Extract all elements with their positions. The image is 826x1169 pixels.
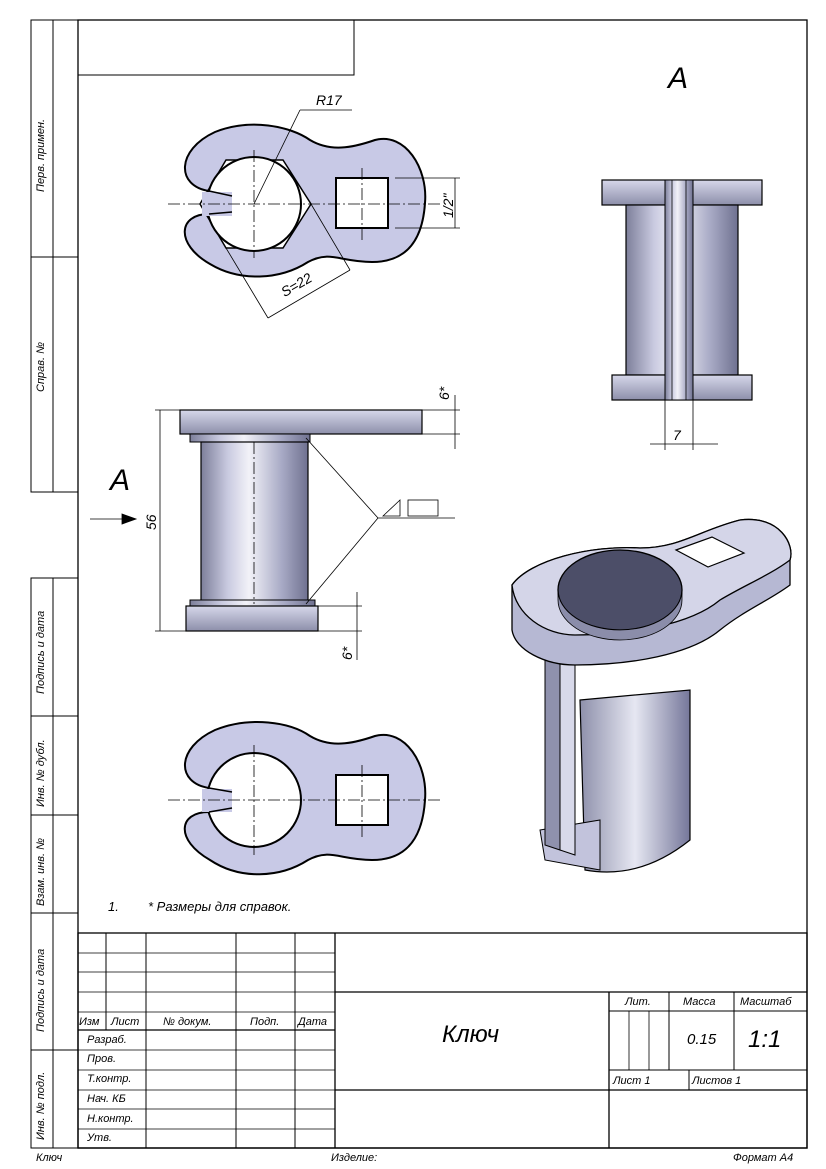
part-name: Ключ (442, 1021, 500, 1048)
sheet-number: Лист 1 (613, 1075, 651, 1087)
arrow-a-label: A (110, 464, 131, 497)
header-masshtab: Масштаб (740, 996, 792, 1008)
dim-half-inch: 1/2" (440, 193, 456, 218)
label-sprav-no: Справ. № (35, 342, 47, 392)
dim-r17: R17 (316, 92, 342, 108)
role-razrab: Разраб. (87, 1034, 127, 1046)
isometric-view (511, 518, 792, 873)
role-prov: Пров. (87, 1053, 117, 1065)
role-nach-kb: Нач. КБ (87, 1093, 126, 1105)
label-perv-primen: Перв. примен. (35, 118, 47, 192)
label-podpis-data-2: Подпись и дата (35, 948, 47, 1032)
view-a (601, 179, 763, 450)
footer-izdelie: Изделие: (331, 1152, 378, 1164)
top-view (168, 109, 460, 319)
header-list: Лист (111, 1016, 140, 1028)
header-lit: Лит. (625, 996, 651, 1008)
label-inv-podl: Инв. № подл. (35, 1071, 47, 1140)
note-text: * Размеры для справок. (148, 899, 292, 914)
header-massa: Масса (683, 996, 716, 1008)
front-view (90, 395, 460, 660)
dim-7: 7 (673, 427, 681, 443)
dim-56: 56 (143, 514, 159, 530)
footer-format: Формат А4 (733, 1152, 794, 1164)
sheets-total: Листов 1 (692, 1075, 742, 1087)
header-dokum: № докум. (163, 1016, 212, 1028)
header-data: Дата (298, 1016, 328, 1028)
bottom-view (168, 721, 440, 876)
title-block-grid (77, 932, 808, 1149)
mass-value: 0.15 (687, 1031, 717, 1048)
view-a-label: A (668, 62, 689, 95)
note-number: 1. (108, 899, 119, 914)
header-izm: Изм (79, 1016, 100, 1028)
dim-6-bottom: 6* (339, 646, 355, 660)
role-utv: Утв. (87, 1132, 112, 1144)
role-tkontr: Т.контр. (87, 1073, 132, 1085)
dim-6-top: 6* (436, 386, 452, 400)
role-nkontr: Н.контр. (87, 1113, 134, 1125)
scale-value: 1:1 (748, 1026, 782, 1053)
header-podp: Подп. (250, 1016, 280, 1028)
label-podpis-data-1: Подпись и дата (35, 610, 47, 694)
footer-left: Ключ (36, 1152, 63, 1164)
label-vzam-inv: Взам. инв. № (35, 837, 47, 906)
label-inv-dubl: Инв. № дубл. (35, 739, 47, 807)
